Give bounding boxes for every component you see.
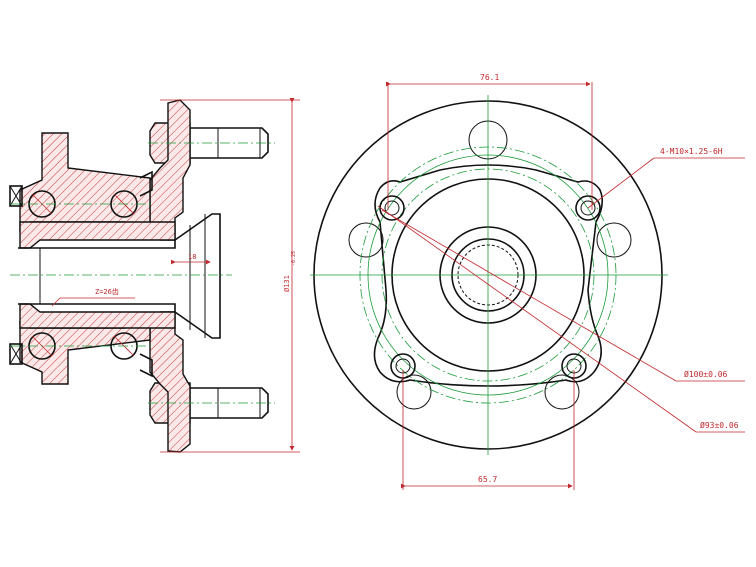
vertical-diameter-label: Ø131 [283,275,291,292]
flange-plate [373,164,604,387]
flange-width-label: 18 [188,253,196,261]
bore-diameter-label: Ø93±0.06 [700,420,739,430]
bolt-hole-top-right [575,195,601,221]
inner-ring-upper [19,221,176,249]
inner-ring-lower [19,303,176,329]
flange-lower [149,311,191,453]
bottom-spacing-label: 65.7 [478,475,497,484]
front-view: 76.1 65.7 4-M10×1.25-6H Ø100±0.06 Ø93±0.… [310,73,745,490]
top-spacing-label: 76.1 [480,73,499,82]
section-view: 18 Z=26齿 Ø131 -0.25 [9,98,300,453]
pilot-diameter-label: Ø100±0.06 [684,369,728,379]
thread-spec-label: 4-M10×1.25-6H [660,147,723,156]
bolt-hole-top-left [379,195,405,221]
flange-upper [149,99,191,241]
vertical-tolerance-label: -0.25 [291,251,297,266]
spline-count-label: Z=26齿 [95,288,119,296]
